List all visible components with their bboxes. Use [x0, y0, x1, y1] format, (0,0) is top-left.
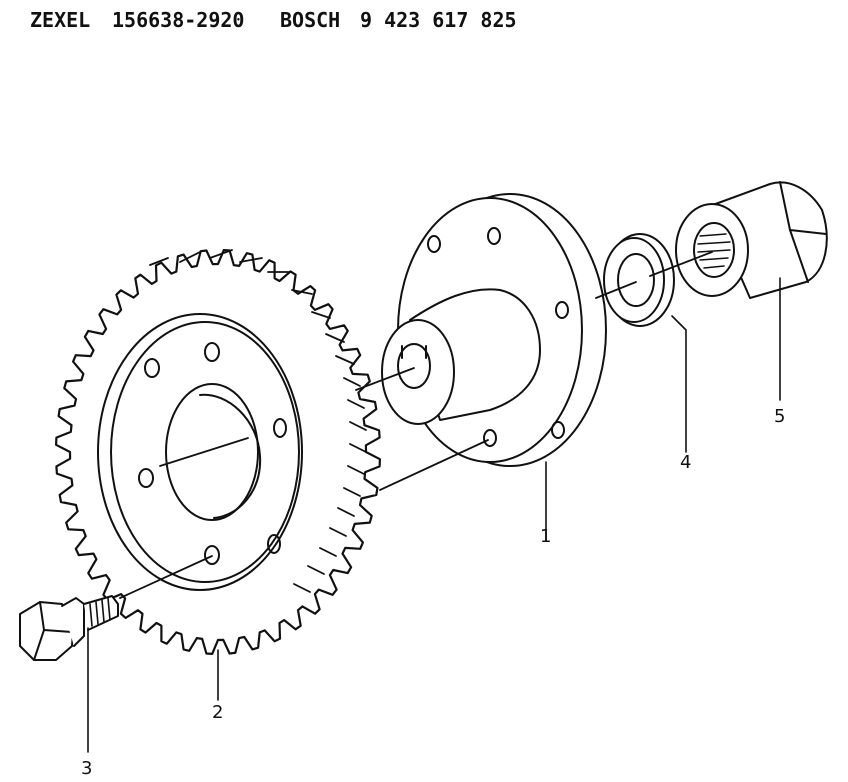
gear-face-rim	[97, 313, 303, 591]
washer-inner	[617, 253, 655, 307]
hub-boss-end	[381, 319, 455, 425]
gear-bolt-hole	[204, 545, 220, 565]
nut-hex-facets	[779, 181, 827, 283]
bolt-head-facets	[33, 601, 73, 661]
gear-bore-depth	[199, 393, 262, 519]
assembly-axis-lines	[119, 251, 713, 599]
flange-bolt-hole	[483, 429, 497, 447]
washer-outer-face	[603, 237, 665, 323]
leader-lines	[87, 277, 781, 753]
gear-bolt-hole	[273, 418, 287, 438]
callout-5: 5	[774, 406, 785, 427]
hub-bore	[397, 343, 431, 389]
gear-part	[55, 249, 381, 655]
flange-bolt-hole	[487, 227, 501, 245]
gear-bolt-hole	[204, 342, 220, 362]
flange-bolt-hole	[427, 235, 441, 253]
gear-face-inner	[110, 321, 300, 583]
callout-2: 2	[212, 702, 223, 723]
nut-face	[675, 203, 749, 297]
bolt-thread	[89, 597, 111, 627]
part-number-bosch: 9 423 617 825	[360, 8, 517, 32]
gear-bolt-hole	[144, 358, 160, 378]
hub-keyway	[401, 345, 427, 359]
gear-bolt-hole	[267, 534, 281, 554]
brand-label-zexel: ZEXEL	[30, 8, 91, 32]
callout-1: 1	[540, 526, 551, 547]
drawing-header: ZEXEL 156638-2920 BOSCH 9 423 617 825	[30, 8, 830, 38]
callout-3: 3	[81, 758, 92, 779]
part-number-zexel: 156638-2920	[112, 8, 245, 32]
bolt-part	[19, 595, 119, 661]
brand-label-bosch: BOSCH	[280, 8, 341, 32]
callout-4: 4	[680, 452, 691, 473]
gear-bore	[165, 383, 259, 521]
nut-thread-lines	[697, 233, 731, 269]
nut-part	[675, 181, 828, 299]
flange-bolt-hole	[555, 301, 569, 319]
washer-part	[603, 233, 675, 327]
gear-tooth-faces	[149, 249, 367, 593]
gear-bolt-hole	[138, 468, 154, 488]
hub-flange-part	[381, 193, 607, 467]
nut-thread-bore	[693, 222, 735, 278]
flange-bolt-hole	[551, 421, 565, 439]
bolt-shank	[83, 595, 119, 631]
